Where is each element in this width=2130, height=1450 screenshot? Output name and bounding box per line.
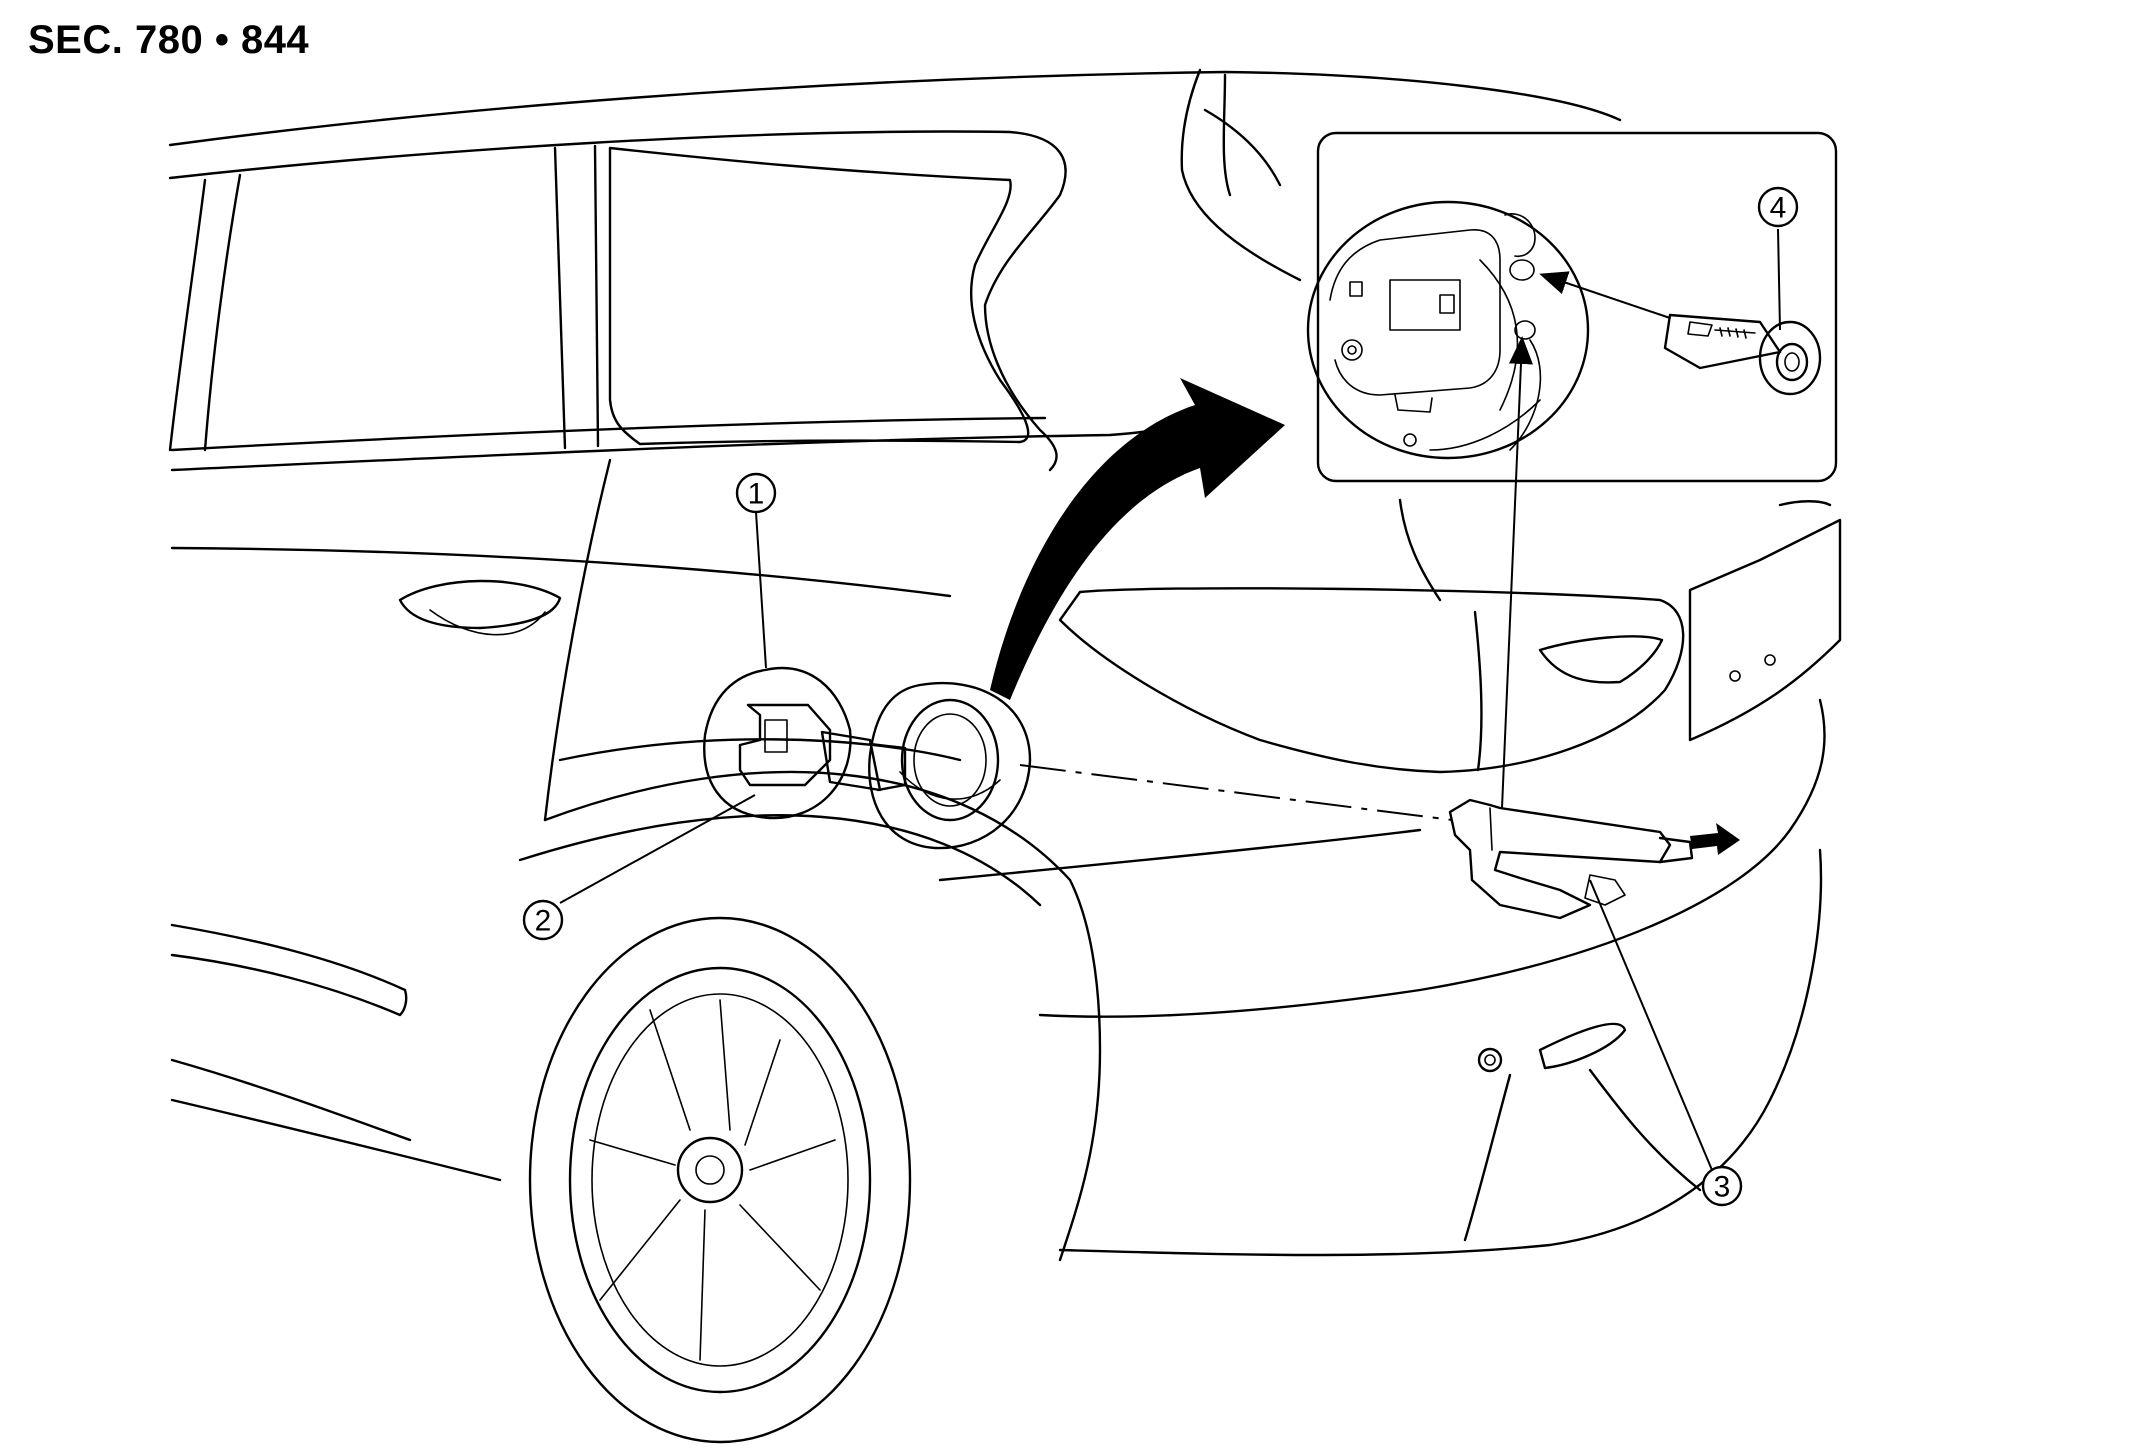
fuel-lid-lock-actuator [1663,313,1822,396]
callout-3-label: 3 [1714,1171,1731,1204]
callout-3-leader [1589,879,1713,1171]
door-handle [398,579,562,636]
push-arrow [1690,823,1740,855]
section-label: SEC. 780 • 844 [28,18,310,62]
installation-axis [1019,764,1453,821]
rear-tailgate [1058,498,1842,774]
install-arrow [1539,271,1671,319]
callout-2: 2 [522,899,564,941]
side-windows [168,108,1282,452]
callout-4-leader [1777,228,1781,331]
rear-wheel [528,916,912,1444]
callout-4: 4 [1757,186,1799,228]
rear-bumper [1038,698,1826,1257]
fuel-filler-lid [703,666,907,820]
callout-3: 3 [1701,1165,1743,1207]
callout-1-leader [755,511,767,669]
callout-1: 1 [735,472,777,514]
callout-4-label: 4 [1770,192,1787,225]
callout-1-label: 1 [748,478,765,511]
detail-leader-arrow [1501,336,1533,809]
fuel-filler-opening [868,681,1032,850]
callout-2-label: 2 [535,905,552,938]
quarter-panel [518,458,1422,1262]
fuel-lid-opener-actuator [1448,798,1694,920]
callout-2-leader [559,794,756,904]
detail-view-arrow [990,378,1285,700]
side-sill [170,923,502,1182]
detail-inset [1306,131,1838,483]
